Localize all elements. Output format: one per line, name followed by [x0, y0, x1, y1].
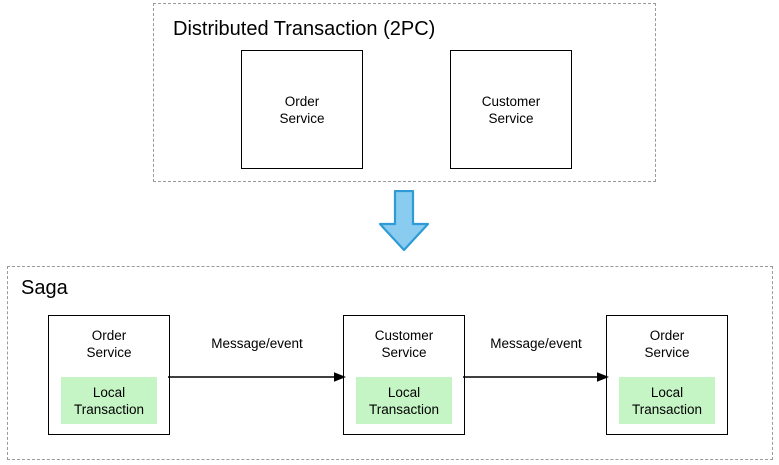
local-transaction-badge: Local Transaction	[356, 377, 452, 424]
node-label: Customer Service	[374, 328, 434, 360]
connector-label-message-event-1: Message/event	[211, 336, 303, 351]
local-transaction-badge: Local Transaction	[61, 377, 157, 424]
node-label: Order Service	[86, 328, 132, 360]
node-label: Order Service	[279, 93, 325, 126]
node-order-service-saga-1: Order Service Local Transaction	[48, 315, 170, 435]
node-order-service-saga-2: Order Service Local Transaction	[606, 315, 728, 435]
down-arrow-icon	[378, 190, 430, 252]
node-customer-service-saga: Customer Service Local Transaction	[343, 315, 465, 435]
group-title-distributed-transaction: Distributed Transaction (2PC)	[173, 18, 436, 40]
connector-arrow-2	[463, 372, 609, 382]
group-title-saga: Saga	[21, 277, 68, 299]
node-customer-service-2pc: Customer Service	[450, 50, 572, 169]
node-label: Customer Service	[481, 93, 541, 126]
group-saga: Saga	[7, 266, 773, 460]
node-label: Order Service	[644, 328, 690, 360]
connector-label-message-event-2: Message/event	[490, 336, 582, 351]
node-order-service-2pc: Order Service	[241, 50, 363, 169]
connector-arrow-1	[168, 372, 346, 382]
group-distributed-transaction: Distributed Transaction (2PC)	[153, 3, 656, 182]
local-transaction-badge: Local Transaction	[619, 377, 715, 424]
